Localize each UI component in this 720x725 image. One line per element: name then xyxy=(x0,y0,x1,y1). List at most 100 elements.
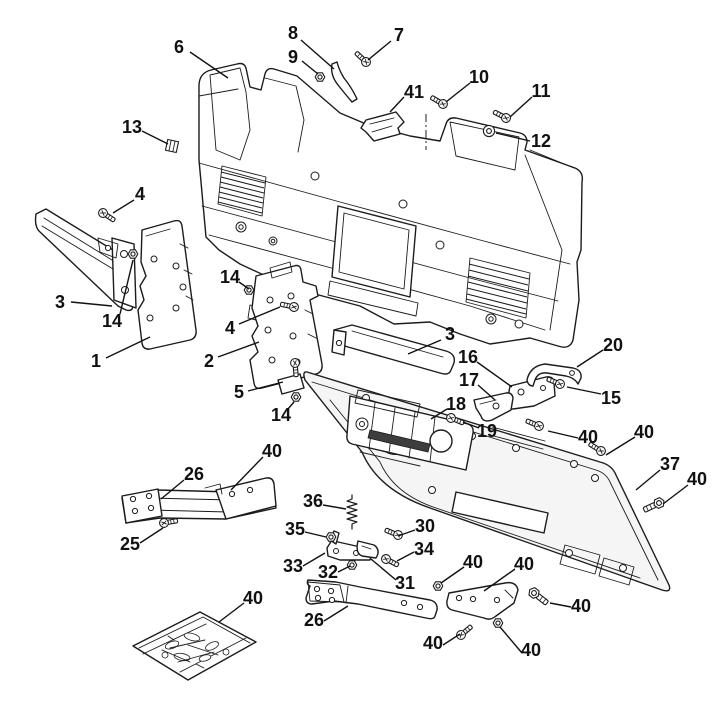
callout-label-31-38: 31 xyxy=(395,573,415,593)
vent-grille-left xyxy=(217,165,267,217)
right-hump-face xyxy=(449,121,520,171)
callout-leader-13-8 xyxy=(141,130,169,145)
callout-label-40-25: 40 xyxy=(578,427,598,447)
callout-label-4-14: 4 xyxy=(225,318,235,338)
callout-label-40-28: 40 xyxy=(687,469,707,489)
callout-leader-40-30 xyxy=(230,456,264,491)
callout-label-14-13: 14 xyxy=(220,267,240,287)
callout-leader-18-21 xyxy=(430,408,448,420)
callout-leader-31-38 xyxy=(370,558,397,581)
callout-leader-40-40 xyxy=(218,602,245,623)
callout-leader-10-4 xyxy=(445,82,471,103)
callout-label-18-21: 18 xyxy=(446,394,466,414)
part-41-latch-striker xyxy=(360,111,427,150)
lower-tray-edge xyxy=(327,280,419,317)
part-14-nut-lower xyxy=(290,392,302,402)
callout-label-40-42: 40 xyxy=(514,554,534,574)
callout-label-10-4: 10 xyxy=(469,67,489,87)
callout-leader-6-0 xyxy=(189,51,229,79)
callout-leader-2-15 xyxy=(217,341,260,358)
callout-leader-40-45 xyxy=(499,626,523,654)
vent-grille-right xyxy=(465,257,531,319)
part-4-screw-left xyxy=(96,206,118,225)
callout-label-14-11: 14 xyxy=(102,311,122,331)
callout-leader-34-35 xyxy=(396,551,415,562)
part-40-bracket-lower-right xyxy=(446,581,519,620)
callout-leader-25-31 xyxy=(139,527,164,544)
callout-label-7-3: 7 xyxy=(394,25,404,45)
callout-leader-17-20 xyxy=(477,384,496,401)
part-31-latch-hook-lower xyxy=(356,540,379,559)
callout-leader-40-42 xyxy=(483,568,516,592)
callout-leader-40-43 xyxy=(549,602,572,608)
callout-leader-30-34 xyxy=(397,529,416,537)
callout-label-35-33: 35 xyxy=(285,519,305,539)
callout-label-2-15: 2 xyxy=(204,351,214,371)
callout-leader-7-3 xyxy=(367,40,392,61)
callout-label-15-24: 15 xyxy=(601,388,621,408)
plate-cutout xyxy=(451,491,549,534)
callout-label-40-45: 40 xyxy=(521,640,541,660)
callout-label-25-31: 25 xyxy=(120,534,140,554)
part-14-nut-left xyxy=(127,249,139,259)
part-35-cap-nut xyxy=(325,532,337,542)
callout-leader-14-17 xyxy=(287,401,295,410)
callout-label-37-27: 37 xyxy=(660,454,680,474)
callout-leader-3-18 xyxy=(407,339,442,355)
part-36-spring xyxy=(346,494,358,530)
part-40-bolt-b xyxy=(526,585,551,608)
callout-leader-15-24 xyxy=(566,386,602,395)
callout-leader-3-10 xyxy=(70,301,113,307)
part-20-bracket-strip xyxy=(526,363,582,387)
callout-leader-4-14 xyxy=(238,306,281,325)
callout-label-14-17: 14 xyxy=(271,405,291,425)
callout-label-12-7: 12 xyxy=(531,131,551,151)
part-11-screw xyxy=(491,107,513,125)
callout-leader-35-33 xyxy=(304,531,327,538)
callout-label-8-1: 8 xyxy=(288,23,298,43)
part-40-angled-plate xyxy=(215,477,277,520)
part-40-screw-b xyxy=(454,622,475,642)
bag-contents xyxy=(161,632,230,669)
part-3-support-arm-middle xyxy=(331,324,456,375)
callout-label-40-41: 40 xyxy=(463,552,483,572)
callout-leader-20-23 xyxy=(576,349,604,368)
callout-label-1-12: 1 xyxy=(91,351,101,371)
callout-label-11-6: 11 xyxy=(531,81,550,101)
callout-leader-14-11 xyxy=(119,259,134,315)
housing-seam-upper xyxy=(198,162,571,265)
callout-label-34-35: 34 xyxy=(414,539,434,559)
callout-leader-16-19 xyxy=(476,361,513,388)
callout-leader-11-6 xyxy=(509,96,533,118)
part-40-screw-mid xyxy=(524,416,546,433)
callout-leader-9-2 xyxy=(301,60,319,75)
bracket-2-foot xyxy=(277,373,305,395)
callout-label-40-44: 40 xyxy=(423,633,443,653)
central-opening xyxy=(331,205,417,298)
part-9-push-nut xyxy=(314,72,326,82)
part-40-hardware-bag xyxy=(132,611,257,681)
callout-label-40-40: 40 xyxy=(243,588,263,608)
callout-label-19-22: 19 xyxy=(477,421,497,441)
callout-leader-5-16 xyxy=(247,381,284,392)
callout-leader-14-13 xyxy=(238,281,250,290)
callout-leader-40-26 xyxy=(605,436,636,456)
callout-label-33-36: 33 xyxy=(283,556,303,576)
callout-label-36-32: 36 xyxy=(303,491,323,511)
part-13-clip xyxy=(164,138,180,154)
callout-label-40-30: 40 xyxy=(262,441,282,461)
callout-label-6-0: 6 xyxy=(174,37,184,57)
callout-leader-37-27 xyxy=(635,469,661,491)
callout-leader-32-37 xyxy=(337,565,351,573)
part-30-screw xyxy=(383,525,405,542)
callout-label-30-34: 30 xyxy=(415,516,435,536)
callout-leader-8-1 xyxy=(300,39,335,70)
callout-leader-41-5 xyxy=(389,96,405,113)
callout-label-3-18: 3 xyxy=(445,324,455,344)
callout-leader-40-44 xyxy=(442,633,461,646)
callout-label-26-39: 26 xyxy=(304,610,324,630)
callout-leader-19-22 xyxy=(462,421,480,429)
callout-leader-36-32 xyxy=(322,504,347,510)
callout-label-5-16: 5 xyxy=(234,382,244,402)
